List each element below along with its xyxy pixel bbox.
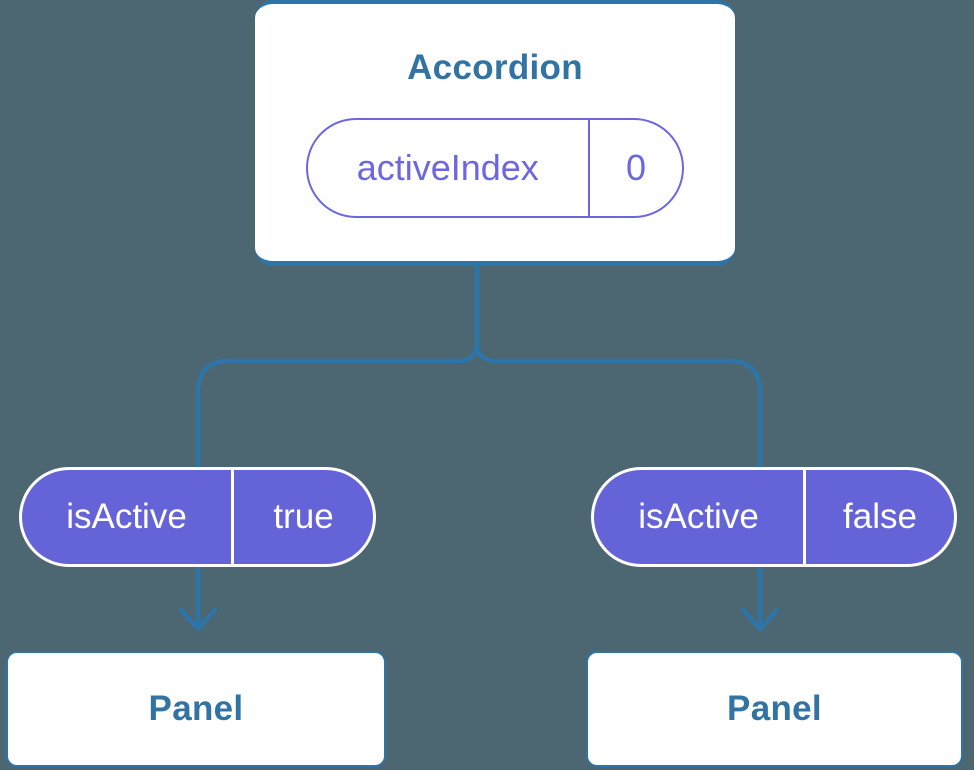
prop-pill-name: isActive	[638, 497, 759, 536]
prop-pill-right: isActive false	[591, 467, 957, 567]
prop-pill-divider	[231, 470, 234, 564]
panel-card-left: Panel	[6, 651, 386, 767]
connector-right-branch	[474, 257, 763, 631]
prop-pill-value: true	[273, 497, 334, 536]
arrow-down-icon	[740, 607, 780, 632]
prop-pill-left: isActive true	[19, 467, 376, 567]
prop-pill-value: false	[843, 497, 917, 536]
state-pill-name: activeIndex	[356, 147, 539, 188]
accordion-title: Accordion	[407, 48, 583, 87]
state-pill-divider	[587, 120, 590, 216]
state-pill: activeIndex 0	[306, 118, 684, 218]
state-pill-value: 0	[625, 147, 647, 188]
connector-left-branch	[195, 257, 480, 631]
panel-title: Panel	[727, 689, 822, 728]
prop-pill-name: isActive	[66, 497, 187, 536]
prop-pill-divider	[803, 470, 806, 564]
arrow-down-icon	[178, 607, 218, 632]
panel-card-right: Panel	[586, 651, 963, 767]
panel-title: Panel	[148, 689, 244, 728]
accordion-card: Accordion activeIndex 0	[255, 0, 735, 266]
